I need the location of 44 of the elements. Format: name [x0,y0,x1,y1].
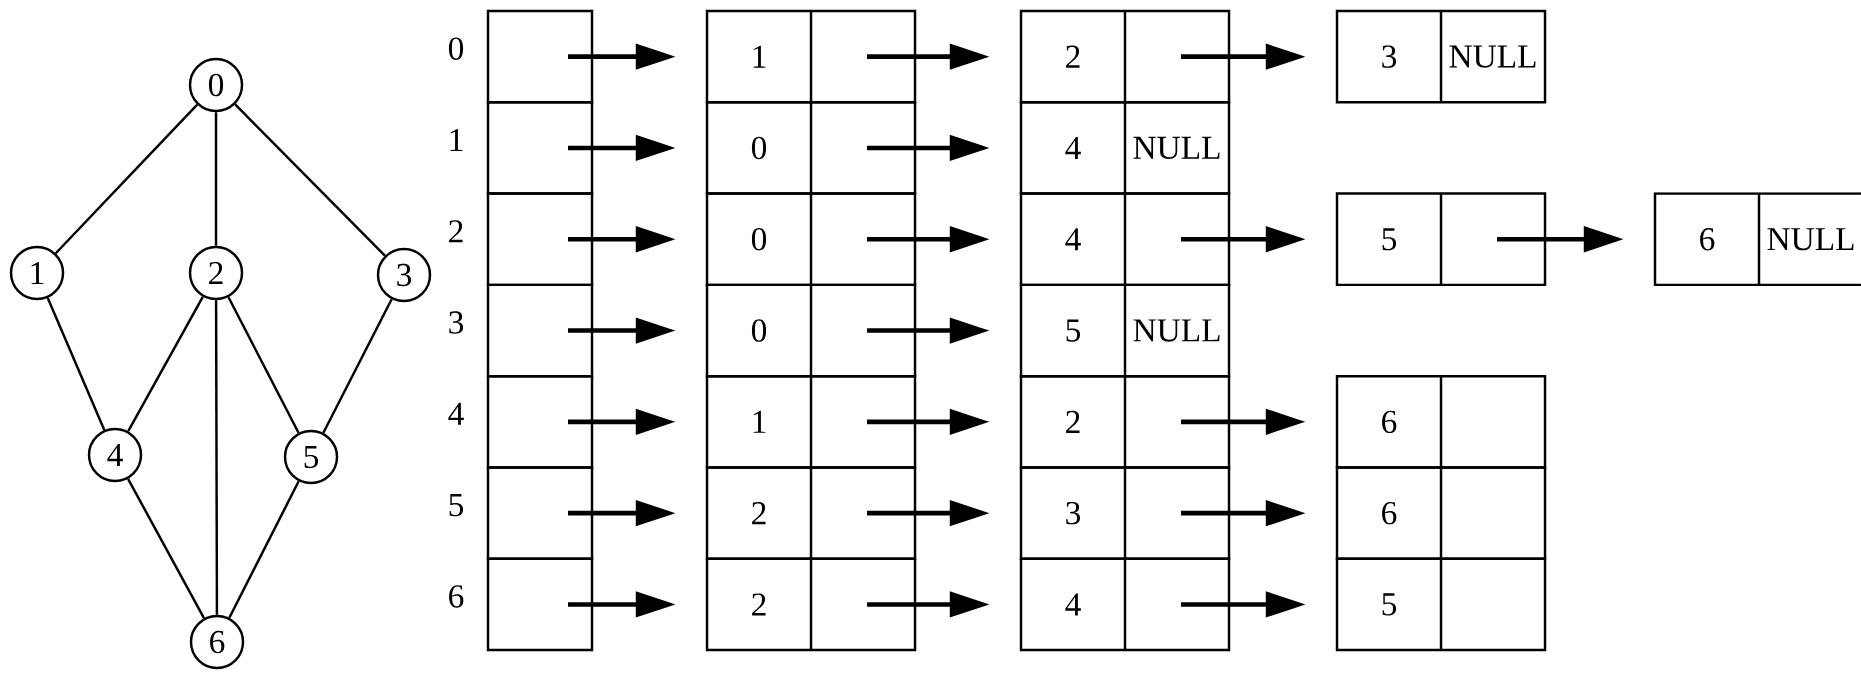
index-label: 5 [449,494,464,517]
list-node: 2 [705,466,917,560]
array-cell [486,192,594,287]
index-label: 0 [448,37,464,60]
list-node: 5 [1335,557,1547,652]
list-node: 1 [705,374,917,469]
array-cell [486,283,594,378]
list-node: 1 [705,9,917,104]
array-cell [486,466,594,560]
list-node: 0 [705,101,917,195]
graph-edge [322,298,393,434]
array-cell [486,9,594,104]
graph-edge [234,103,386,257]
array-cell [486,101,594,195]
list-node: 6 NULL [1653,192,1861,287]
index-label: 3 [449,311,464,334]
list-node: 3 [1019,466,1231,560]
graph-edge [54,103,199,255]
array-cell [486,557,594,652]
graph-edge [127,478,206,619]
list-node: 6 [1335,374,1547,469]
list-node: 4 [1019,192,1231,287]
list-node: 0 [705,283,917,378]
index-label: 2 [449,220,463,243]
graph-edge [214,300,219,615]
list-node: 5 NULL [1019,283,1231,378]
graph-edge [46,297,106,431]
list-node: 2 [1019,374,1231,469]
index-label: 6 [449,585,464,608]
index-label: 4 [448,402,464,425]
list-node: 0 [705,192,917,287]
list-node: 4 [1019,557,1231,652]
graph-edge [127,296,204,432]
list-node: 2 [1019,9,1231,104]
list-node: 5 [1335,192,1547,287]
graph-edge [214,112,218,246]
list-node: 6 [1335,466,1547,560]
list-node: 2 [705,557,917,652]
list-node: 4 NULL [1019,101,1231,195]
graph-edge [228,480,300,619]
array-cell [486,374,594,469]
list-node: 3 NULL [1335,9,1547,104]
graph-edge [227,296,300,434]
index-label: 1 [450,128,463,151]
